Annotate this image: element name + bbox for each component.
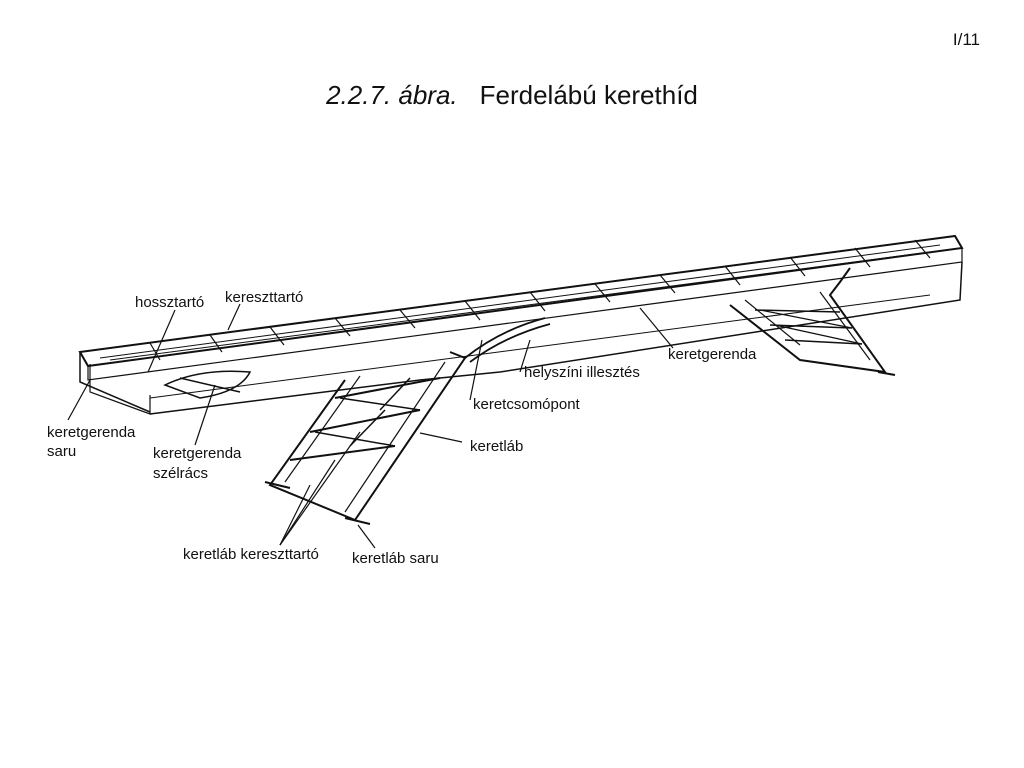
label-keretlab-saru: keretláb saru: [352, 550, 439, 567]
leader-lines: [67, 303, 674, 549]
label-keretcsomopont: keretcsomópont: [473, 396, 581, 413]
figure-caption: Ferdelábú kerethíd: [479, 80, 698, 110]
wind-bracing: [163, 370, 252, 399]
label-hossztarto: hossztartó: [135, 294, 204, 311]
deck-cross-girders: [149, 239, 931, 361]
label-szelracs-2: szélrács: [153, 465, 208, 482]
right-inclined-leg: [729, 267, 896, 376]
label-keretlab-kereszttarto: keretláb kereszttartó: [183, 546, 319, 563]
label-szelracs-1: keretgerenda: [153, 445, 242, 462]
figure-title: 2.2.7. ábra. Ferdelábú kerethíd: [0, 80, 1024, 111]
left-inclined-leg: [264, 351, 467, 525]
page-number: I/11: [952, 30, 980, 49]
label-keretlab: keretláb: [470, 438, 523, 455]
label-helyszini-illesztes: helyszíni illesztés: [524, 364, 640, 381]
label-keretgerenda: keretgerenda: [668, 346, 757, 363]
label-keretgerenda-saru-2: saru: [47, 443, 76, 460]
deck-stringers: [99, 244, 946, 361]
deck-girder: [78, 234, 964, 415]
label-kereszttarto: kereszttartó: [225, 289, 303, 306]
frame-node: [464, 317, 551, 363]
bridge-drawing: [78, 234, 964, 525]
figure-number: 2.2.7. ábra.: [326, 80, 458, 110]
label-keretgerenda-saru-1: keretgerenda: [47, 424, 136, 441]
